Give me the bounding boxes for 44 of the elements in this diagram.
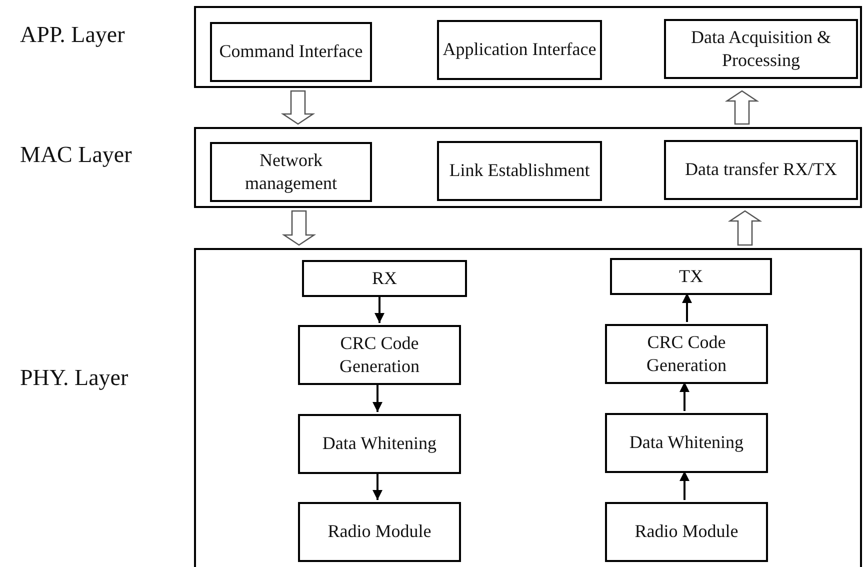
process-box xyxy=(437,20,602,80)
box-label: Data Whitening xyxy=(322,432,437,456)
arrow xyxy=(680,471,690,500)
arrow xyxy=(374,295,384,323)
block-arrow xyxy=(282,210,316,246)
box-label: RX xyxy=(372,266,397,290)
layer-heading: APP. Layer xyxy=(20,22,125,48)
arrow xyxy=(680,382,690,411)
box-label: Link Establishment xyxy=(449,159,590,182)
arrow xyxy=(682,293,692,322)
process-box xyxy=(664,19,858,79)
process-box xyxy=(298,325,461,385)
layer-panel xyxy=(194,6,862,88)
box-label: Network management xyxy=(244,148,338,195)
layer-heading: PHY. Layer xyxy=(20,365,128,391)
box-label: Radio Module xyxy=(328,520,432,544)
layer-panel xyxy=(194,127,862,208)
process-box xyxy=(437,141,602,201)
box-label: TX xyxy=(679,264,703,288)
box-label: Data transfer RX/TX xyxy=(685,158,837,182)
process-box xyxy=(298,414,461,474)
process-box xyxy=(605,324,768,384)
layer-heading: MAC Layer xyxy=(20,142,132,168)
box-label: Data Acquisition & Processing xyxy=(690,26,832,72)
process-box xyxy=(605,413,768,473)
process-box xyxy=(298,502,461,562)
box-label: Data Whitening xyxy=(629,431,744,454)
box-label: Command Interface xyxy=(219,40,363,64)
box-label: CRC Code Generation xyxy=(338,332,420,378)
box-label: Application Interface xyxy=(442,38,596,62)
arrow xyxy=(372,383,382,412)
process-box xyxy=(664,140,858,200)
process-box xyxy=(605,502,768,562)
block-arrow xyxy=(280,90,316,125)
layer-panel xyxy=(194,248,862,567)
box-label: CRC Code Generation xyxy=(646,330,728,377)
box-label: Radio Module xyxy=(634,520,738,544)
process-box xyxy=(302,260,467,297)
arrow xyxy=(372,472,382,500)
process-box xyxy=(610,258,772,295)
process-box xyxy=(210,22,372,82)
process-box xyxy=(210,142,372,202)
block-arrow xyxy=(728,210,762,246)
block-arrow xyxy=(724,90,760,125)
